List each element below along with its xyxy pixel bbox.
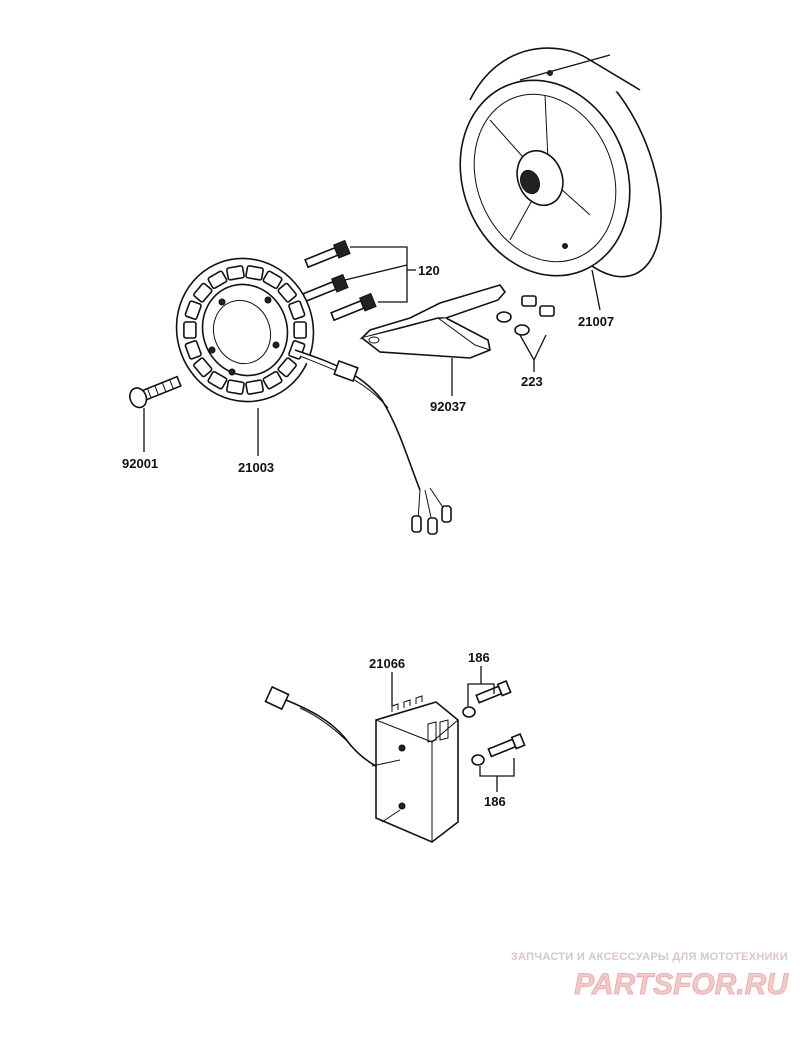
screws-186 xyxy=(462,680,526,766)
part-labels: 120 21007 92037 223 92001 21003 21066 18… xyxy=(122,263,614,809)
stator-coil-tooth xyxy=(193,282,213,303)
label-21066: 21066 xyxy=(369,656,405,671)
stator-coil-tooth xyxy=(184,340,202,360)
stator-coil-tooth xyxy=(193,357,213,378)
fasteners-223 xyxy=(496,295,555,336)
stator-coil-tooth xyxy=(207,370,228,390)
stator-coil-tooth xyxy=(207,270,228,290)
bolts-120 xyxy=(302,239,377,322)
stator-coil-tooth xyxy=(262,370,283,390)
label-120: 120 xyxy=(418,263,440,278)
stator-coil-tooth xyxy=(184,300,202,320)
stator-coil-tooth xyxy=(293,321,307,339)
watermark: ЗАПЧАСТИ И АКСЕССУАРЫ ДЛЯ МОТОТЕХНИКИ PA… xyxy=(511,951,790,1001)
stator-coil-tooth xyxy=(245,379,264,395)
watermark-tagline: ЗАПЧАСТИ И АКСЕССУАРЫ ДЛЯ МОТОТЕХНИКИ xyxy=(511,951,788,963)
bolt-92001 xyxy=(129,375,182,409)
flywheel xyxy=(459,47,662,278)
stator-coil-tooth xyxy=(277,357,297,378)
stator-wire-harness xyxy=(294,349,452,535)
bracket xyxy=(359,284,507,359)
stator xyxy=(175,257,315,403)
watermark-logo: PARTSFOR.RU xyxy=(574,968,789,1001)
stator-coil-tooth xyxy=(183,321,197,339)
label-92037: 92037 xyxy=(430,399,466,414)
label-92001: 92001 xyxy=(122,456,158,471)
stator-coil-tooth xyxy=(245,265,264,281)
regulator xyxy=(264,685,459,843)
stator-coil-tooth xyxy=(277,282,297,303)
stator-coil-tooth xyxy=(262,270,283,290)
leader-lines xyxy=(143,246,601,792)
label-186-top: 186 xyxy=(468,650,490,665)
label-21003: 21003 xyxy=(238,460,274,475)
label-21007: 21007 xyxy=(578,314,614,329)
stator-coil-tooth xyxy=(226,379,245,395)
label-223: 223 xyxy=(521,374,543,389)
label-186-bottom: 186 xyxy=(484,794,506,809)
stator-coil-tooth xyxy=(226,265,245,281)
stator-coil-tooth xyxy=(288,300,306,320)
